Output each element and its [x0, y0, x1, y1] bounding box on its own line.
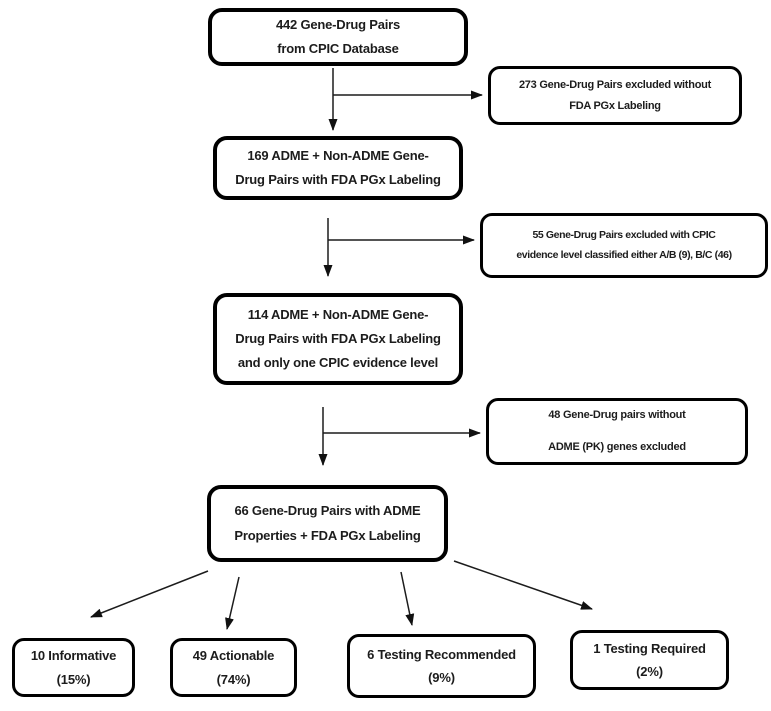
arrow-66-to-testing-recommended	[400, 571, 415, 626]
box-text-line: Drug Pairs with FDA PGx Labeling	[235, 172, 441, 187]
box-text-line: 273 Gene-Drug Pairs excluded without	[518, 78, 712, 91]
outcome-box-testing-recommended: 6 Testing Recommended (9%)	[347, 634, 536, 698]
flow-box-66-adme-properties: 66 Gene-Drug Pairs with ADME Properties …	[207, 485, 448, 562]
box-text-line: 169 ADME + Non-ADME Gene-	[247, 147, 429, 163]
box-text-line: 6 Testing Recommended	[367, 646, 516, 662]
box-text-line: 55 Gene-Drug Pairs excluded with CPIC	[532, 228, 716, 241]
box-text-line: and only one CPIC evidence level	[237, 355, 439, 371]
flow-box-442-cpic-database: 442 Gene-Drug Pairs from CPIC Database	[208, 8, 468, 66]
box-text-line: ADME (PK) genes excluded	[548, 440, 686, 453]
box-text-line: 66 Gene-Drug Pairs with ADME	[234, 503, 421, 519]
flow-box-114-one-cpic-evidence-level: 114 ADME + Non-ADME Gene- Drug Pairs wit…	[213, 293, 463, 385]
box-text-line: 114 ADME + Non-ADME Gene-	[247, 306, 429, 322]
box-text-line: 10 Informative	[30, 648, 117, 664]
exclusion-box-48-non-adme-genes: 48 Gene-Drug pairs without ADME (PK) gen…	[486, 398, 748, 465]
box-text-line: evidence level classified either A/B (9)…	[516, 248, 732, 261]
outcome-box-testing-required: 1 Testing Required (2%)	[570, 630, 729, 690]
outcome-box-informative: 10 Informative (15%)	[12, 638, 135, 697]
arrow-66-to-informative	[90, 570, 209, 618]
outcome-box-actionable: 49 Actionable (74%)	[170, 638, 297, 697]
box-text-line: (9%)	[428, 670, 455, 685]
box-text-line: 49 Actionable	[192, 648, 275, 664]
box-text-line: 48 Gene-Drug pairs without	[548, 408, 686, 421]
arrow-66-to-actionable	[225, 576, 240, 630]
box-text-line: 1 Testing Required	[593, 640, 706, 656]
box-text-line: (2%)	[636, 664, 663, 679]
box-text-line: 442 Gene-Drug Pairs	[275, 16, 401, 32]
box-text-line: Properties + FDA PGx Labeling	[234, 527, 421, 543]
flow-box-169-fda-pgx-labeling: 169 ADME + Non-ADME Gene- Drug Pairs wit…	[213, 136, 463, 200]
box-text-line: FDA PGx Labeling	[569, 99, 661, 112]
exclusion-box-55-multiple-evidence-levels: 55 Gene-Drug Pairs excluded with CPIC ev…	[480, 213, 768, 278]
arrow-66-to-testing-required	[453, 560, 593, 610]
exclusion-box-273-no-fda-pgx-labeling: 273 Gene-Drug Pairs excluded without FDA…	[488, 66, 742, 125]
box-text-line: from CPIC Database	[277, 41, 399, 56]
box-text-line: (15%)	[56, 671, 91, 687]
box-text-line: Drug Pairs with FDA PGx Labeling	[235, 330, 441, 346]
box-text-line: (74%)	[216, 671, 251, 687]
